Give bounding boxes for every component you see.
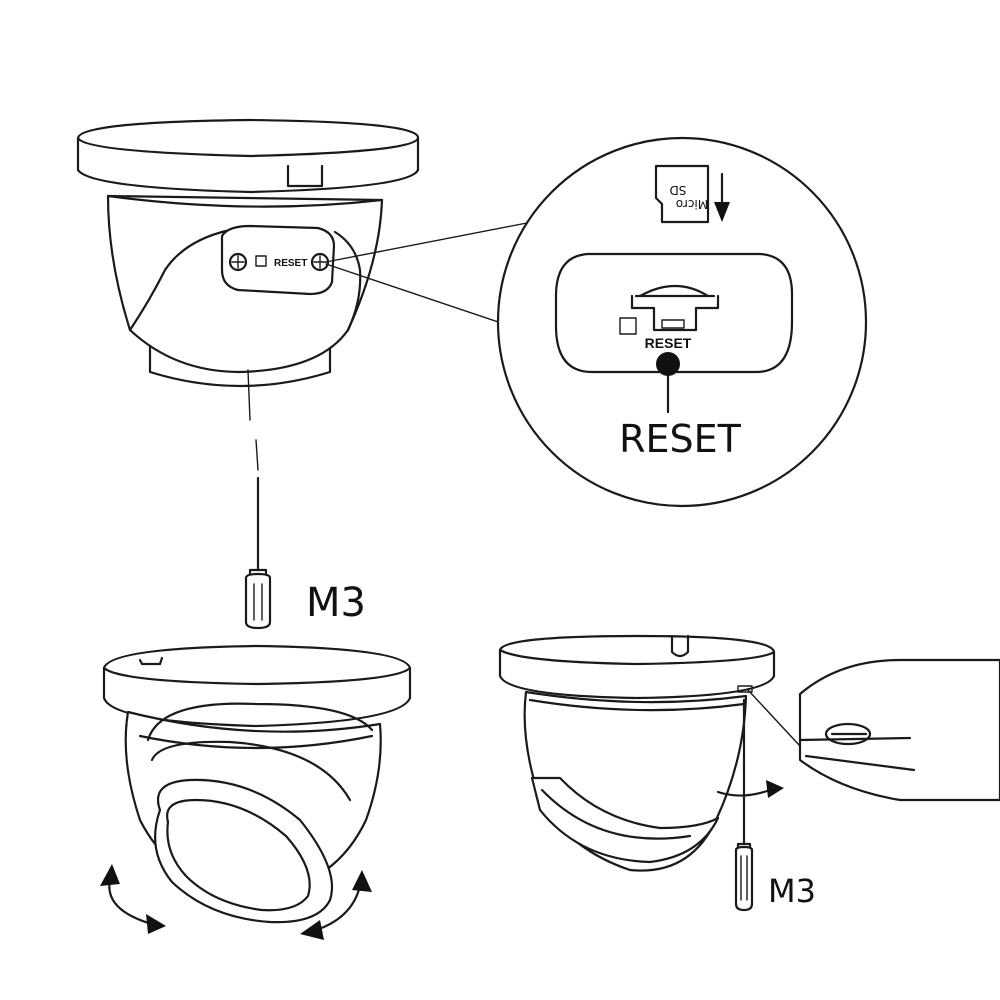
reset-button xyxy=(656,352,680,376)
tilted-dome-camera xyxy=(100,644,412,940)
leader-line-lower xyxy=(325,263,523,331)
top-dome-camera: RESET xyxy=(76,118,420,471)
lock-icon-inset xyxy=(619,317,637,335)
micro-sd-card-icon: Micro SD xyxy=(654,164,710,224)
lock-icon xyxy=(824,722,872,746)
reset-label-small: RESET xyxy=(274,258,307,269)
sd-label-line1: Micro xyxy=(676,197,708,211)
sd-label-line2: SD xyxy=(670,183,687,197)
m3-label-bottom: M3 xyxy=(768,872,816,910)
m3-label-top: M3 xyxy=(306,580,366,626)
rotate-arrow-icon xyxy=(100,864,372,940)
screwdriver-icon xyxy=(244,476,272,630)
lock-icon xyxy=(255,255,267,267)
reset-zoom-inset: Micro SD RESET RESET xyxy=(496,136,868,508)
reset-callout-label: RESET xyxy=(619,417,742,461)
pan-dome-camera xyxy=(498,634,801,872)
lock-detail-inset xyxy=(798,658,1000,802)
leader-line-upper xyxy=(325,221,533,263)
arrow-down-icon xyxy=(714,172,730,222)
reset-label-inset: RESET xyxy=(645,335,692,351)
screwdriver-icon-bottom xyxy=(734,698,754,912)
